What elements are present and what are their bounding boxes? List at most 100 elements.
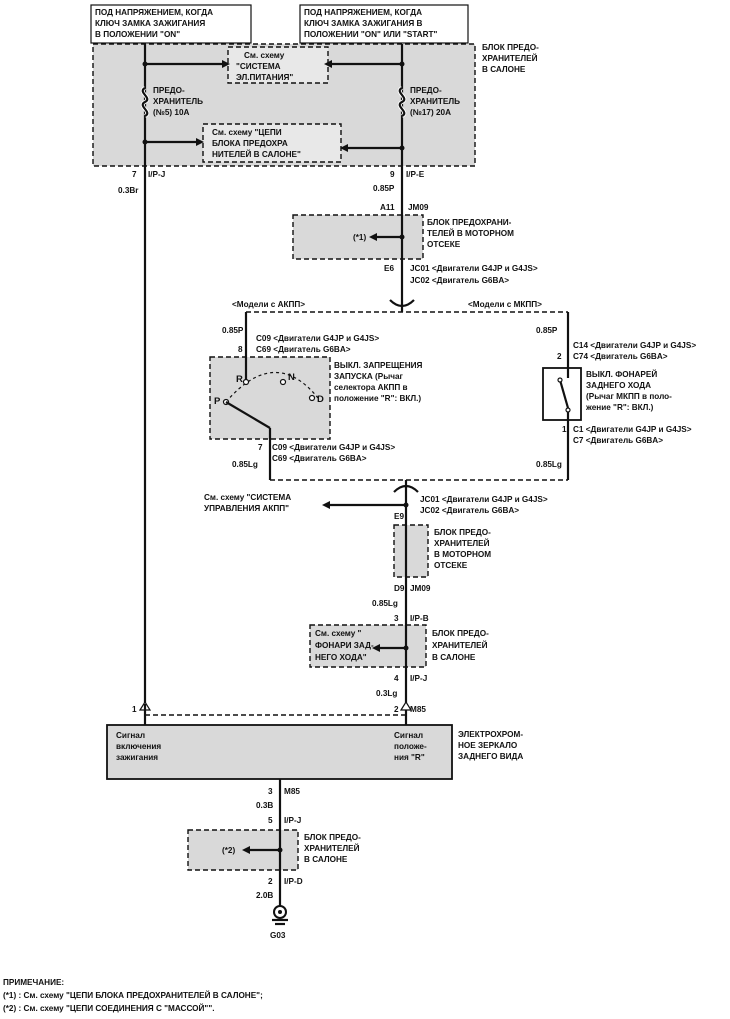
svg-text:I/P-J: I/P-J	[284, 816, 301, 825]
svg-text:<Модели с АКПП>: <Модели с АКПП>	[232, 300, 305, 309]
svg-text:Сигнал: Сигнал	[394, 731, 423, 740]
mkpp-switch: 0.85P C14 <Двигатели G4JP и G4JS> C74 <Д…	[536, 326, 696, 469]
svg-text:I/P-D: I/P-D	[284, 877, 303, 886]
power-note-right: ПОД НАПРЯЖЕНИЕМ, КОГДА КЛЮЧ ЗАМКА ЗАЖИГА…	[299, 4, 469, 44]
top-fusebox: БЛОК ПРЕДО- ХРАНИТЕЛЕЙ В САЛОНЕ См. схем…	[92, 43, 539, 167]
ground-icon: G03	[270, 905, 288, 940]
svg-text:ЭЛ.ПИТАНИЯ": ЭЛ.ПИТАНИЯ"	[236, 73, 293, 82]
svg-text:Сигнал: Сигнал	[116, 731, 145, 740]
svg-text:M85: M85	[284, 787, 300, 796]
svg-text:E9: E9	[394, 512, 404, 521]
svg-text:R: R	[236, 374, 243, 385]
svg-text:(№17) 20А: (№17) 20А	[410, 108, 451, 117]
svg-text:ХРАНИТЕЛЬ: ХРАНИТЕЛЬ	[410, 97, 460, 106]
svg-text:ЗАПУСКА (Рычаг: ЗАПУСКА (Рычаг	[334, 372, 403, 381]
svg-text:ХРАНИТЕЛЕЙ: ХРАНИТЕЛЕЙ	[432, 639, 488, 650]
svg-text:5: 5	[268, 816, 273, 825]
svg-text:См. схему "ЦЕПИ: См. схему "ЦЕПИ	[212, 128, 282, 137]
svg-text:D: D	[317, 394, 324, 405]
svg-text:C09 <Двигатели G4JP и G4JS>: C09 <Двигатели G4JP и G4JS>	[272, 443, 395, 452]
fuse-left: ПРЕДО- ХРАНИТЕЛЬ (№5) 10А	[140, 86, 203, 118]
svg-text:4: 4	[394, 674, 399, 683]
svg-text:БЛОК ПРЕДО-: БЛОК ПРЕДО-	[482, 43, 539, 52]
svg-text:УПРАВЛЕНИЯ АКПП": УПРАВЛЕНИЯ АКПП"	[204, 504, 289, 513]
cabin-fusebox-2: 3 I/P-B См. схему " ФОНАРИ ЗАД- НЕГО ХОД…	[309, 614, 489, 698]
svg-text:9: 9	[390, 170, 395, 179]
svg-text:ния "R": ния "R"	[394, 753, 425, 762]
svg-text:I/P-B: I/P-B	[410, 614, 429, 623]
svg-text:2.0B: 2.0B	[256, 891, 273, 900]
svg-text:N: N	[288, 372, 295, 383]
svg-text:<Модели с МКПП>: <Модели с МКПП>	[468, 300, 542, 309]
engine-fusebox-2: JC01 <Двигатели G4JP и G4JS> JC02 <Двига…	[372, 495, 548, 608]
svg-text:2: 2	[394, 705, 399, 714]
svg-text:C1 <Двигатели G4JP и G4JS>: C1 <Двигатели G4JP и G4JS>	[573, 425, 692, 434]
akpp-switch: 0.85P C09 <Двигатели G4JP и G4JS> C69 <Д…	[209, 326, 423, 469]
svg-text:В МОТОРНОМ: В МОТОРНОМ	[434, 550, 491, 559]
svg-text:НЕГО ХОДА": НЕГО ХОДА"	[315, 653, 367, 662]
svg-text:ЭЛЕКТРОХРОМ-: ЭЛЕКТРОХРОМ-	[458, 730, 523, 739]
svg-text:БЛОК ПРЕДО-: БЛОК ПРЕДО-	[432, 629, 489, 638]
svg-text:I/P-J: I/P-J	[410, 674, 427, 683]
svg-text:ПОЛОЖЕНИИ "ON" ИЛИ "START": ПОЛОЖЕНИИ "ON" ИЛИ "START"	[304, 30, 438, 39]
svg-text:0.85P: 0.85P	[373, 184, 395, 193]
svg-text:0.85P: 0.85P	[222, 326, 244, 335]
svg-text:КЛЮЧ ЗАМКА ЗАЖИГАНИЯ: КЛЮЧ ЗАМКА ЗАЖИГАНИЯ	[95, 19, 205, 28]
ref-power-system: См. схему "СИСТЕМА ЭЛ.ПИТАНИЯ"	[145, 46, 402, 84]
svg-text:I/P-J: I/P-J	[148, 170, 165, 179]
svg-text:I/P-E: I/P-E	[406, 170, 425, 179]
svg-text:БЛОК ПРЕДОХРАНИ-: БЛОК ПРЕДОХРАНИ-	[427, 218, 512, 227]
svg-text:0.85P: 0.85P	[536, 326, 558, 335]
svg-text:JM09: JM09	[410, 584, 431, 593]
svg-text:C14 <Двигатели G4JP и G4JS>: C14 <Двигатели G4JP и G4JS>	[573, 341, 696, 350]
ref-fuseblock: См. схему "ЦЕПИ БЛОКА ПРЕДОХРА НИТЕЛЕЙ В…	[142, 123, 405, 163]
svg-text:(*2) : См. схему "ЦЕПИ СОЕДИНЕ: (*2) : См. схему "ЦЕПИ СОЕДИНЕНИЯ С "МАС…	[3, 1002, 214, 1013]
svg-text:ВЫКЛ. ЗАПРЕЩЕНИЯ: ВЫКЛ. ЗАПРЕЩЕНИЯ	[334, 361, 423, 370]
svg-text:БЛОКА ПРЕДОХРА: БЛОКА ПРЕДОХРА	[212, 139, 288, 148]
power-note-left: ПОД НАПРЯЖЕНИЕМ, КОГДА КЛЮЧ ЗАМКА ЗАЖИГА…	[90, 4, 252, 44]
svg-text:НИТЕЛЕЙ В САЛОНЕ": НИТЕЛЕЙ В САЛОНЕ"	[212, 148, 301, 159]
svg-text:3: 3	[394, 614, 399, 623]
svg-text:7: 7	[132, 170, 137, 179]
svg-text:"СИСТЕМА: "СИСТЕМА	[236, 62, 281, 71]
svg-text:ОТСЕКЕ: ОТСЕКЕ	[434, 561, 468, 570]
svg-text:JC01 <Двигатели G4JP и G4JS>: JC01 <Двигатели G4JP и G4JS>	[410, 264, 538, 273]
svg-text:ОТСЕКЕ: ОТСЕКЕ	[427, 240, 461, 249]
svg-text:ПОД НАПРЯЖЕНИЕМ, КОГДА: ПОД НАПРЯЖЕНИЕМ, КОГДА	[95, 8, 213, 17]
svg-text:1: 1	[562, 425, 567, 434]
svg-text:ХРАНИТЕЛЬ: ХРАНИТЕЛЬ	[153, 97, 203, 106]
svg-text:ЗАДНЕГО ВИДА: ЗАДНЕГО ВИДА	[458, 752, 523, 761]
svg-text:C74 <Двигатель G6BA>: C74 <Двигатель G6BA>	[573, 352, 668, 361]
svg-text:жение "R": ВКЛ.): жение "R": ВКЛ.)	[585, 403, 654, 412]
svg-text:включения: включения	[116, 742, 161, 751]
svg-text:См. схему ": См. схему "	[315, 629, 362, 638]
svg-text:C69 <Двигатель G6BA>: C69 <Двигатель G6BA>	[256, 345, 351, 354]
svg-text:0.3B: 0.3B	[256, 801, 273, 810]
svg-text:ПРЕДО-: ПРЕДО-	[410, 86, 442, 95]
svg-text:7: 7	[258, 443, 263, 452]
svg-text:ВЫКЛ. ФОНАРЕЙ: ВЫКЛ. ФОНАРЕЙ	[586, 368, 657, 379]
cabin-fusebox-3: 5 I/P-J (*2) БЛОК ПРЕДО- ХРАНИТЕЛЕЙ В СА…	[187, 816, 361, 900]
electrochromic-mirror: 1 2 M85 Сигнал включения зажигания Сигна…	[106, 700, 523, 810]
svg-text:(*2): (*2)	[222, 846, 235, 855]
svg-text:ХРАНИТЕЛЕЙ: ХРАНИТЕЛЕЙ	[304, 842, 360, 853]
svg-text:3: 3	[268, 787, 273, 796]
svg-text:D9: D9	[394, 584, 405, 593]
svg-text:0.3Lg: 0.3Lg	[376, 689, 397, 698]
svg-text:0.3Br: 0.3Br	[118, 186, 139, 195]
akpp-control-ref: См. схему "СИСТЕМА УПРАВЛЕНИЯ АКПП"	[204, 493, 409, 513]
svg-text:JM09: JM09	[408, 203, 429, 212]
svg-text:0.85Lg: 0.85Lg	[536, 460, 562, 469]
svg-text:См. схему "СИСТЕМА: См. схему "СИСТЕМА	[204, 493, 291, 502]
svg-text:В САЛОНЕ: В САЛОНЕ	[432, 653, 476, 662]
fuse-right: ПРЕДО- ХРАНИТЕЛЬ (№17) 20А	[397, 86, 460, 118]
svg-text:(*1) : См. схему "ЦЕПИ БЛОКА П: (*1) : См. схему "ЦЕПИ БЛОКА ПРЕДОХРАНИТ…	[3, 989, 263, 1000]
svg-text:JC02 <Двигатель G6BA>: JC02 <Двигатель G6BA>	[420, 506, 519, 515]
footnote: ПРИМЕЧАНИЕ: (*1) : См. схему "ЦЕПИ БЛОКА…	[3, 978, 263, 1013]
svg-text:C7 <Двигатель G6BA>: C7 <Двигатель G6BA>	[573, 436, 663, 445]
svg-text:ТЕЛЕЙ В МОТОРНОМ: ТЕЛЕЙ В МОТОРНОМ	[427, 227, 514, 238]
svg-text:2: 2	[268, 877, 273, 886]
right-wire-label: 9 I/P-E 0.85P	[373, 170, 425, 193]
svg-text:JC02 <Двигатель G6BA>: JC02 <Двигатель G6BA>	[410, 276, 509, 285]
svg-text:JC01 <Двигатели G4JP и G4JS>: JC01 <Двигатели G4JP и G4JS>	[420, 495, 548, 504]
